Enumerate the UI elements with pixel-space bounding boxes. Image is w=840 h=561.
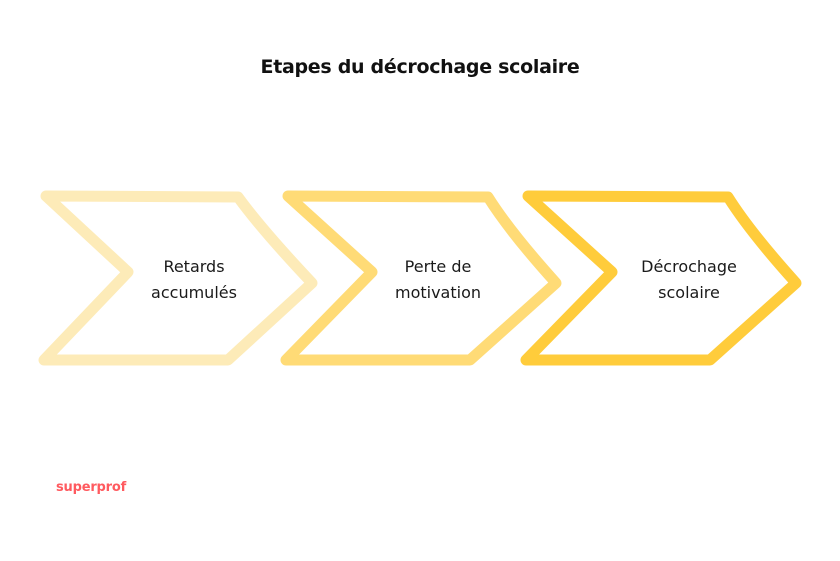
step-2-line-2: motivation [394,283,481,302]
step-2-line-1: Perte de [404,257,472,276]
diagram-title: Etapes du décrochage scolaire [260,56,580,78]
step-1-line-2: accumulés [151,283,237,302]
step-3-line-2: scolaire [658,283,720,302]
step-3-line-1: Décrochage [641,257,737,276]
brand-logo: superprof [56,480,127,495]
step-label-2: Perte de motivation [358,254,518,306]
chevron-arrow-icon [280,190,562,366]
step-label-3: Décrochage scolaire [609,254,769,306]
chevron-arrow-icon [38,190,318,366]
chevron-arrow-icon [520,190,802,366]
step-1-line-1: Retards [163,257,225,276]
step-label-1: Retards accumulés [114,254,274,306]
